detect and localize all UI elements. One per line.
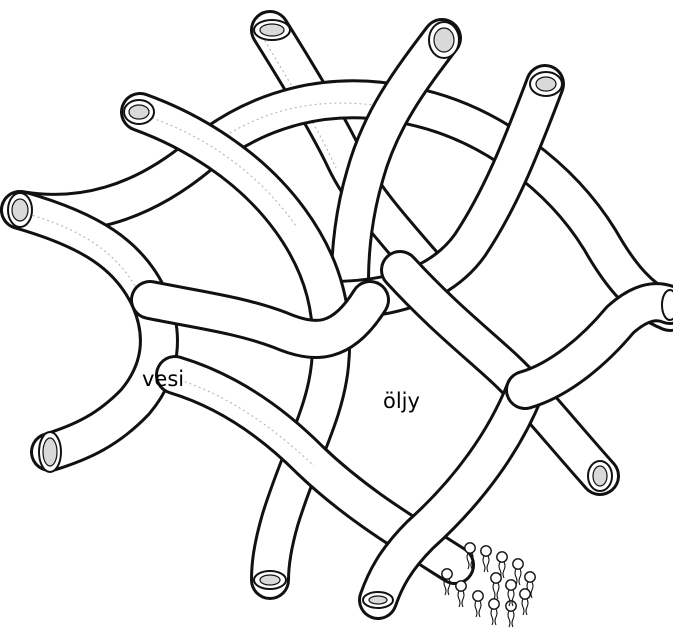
oil-label: öljy: [383, 389, 420, 413]
tube-main-7: [525, 302, 670, 390]
water-label: vesi: [142, 367, 184, 391]
tube-main-2: [20, 210, 159, 452]
